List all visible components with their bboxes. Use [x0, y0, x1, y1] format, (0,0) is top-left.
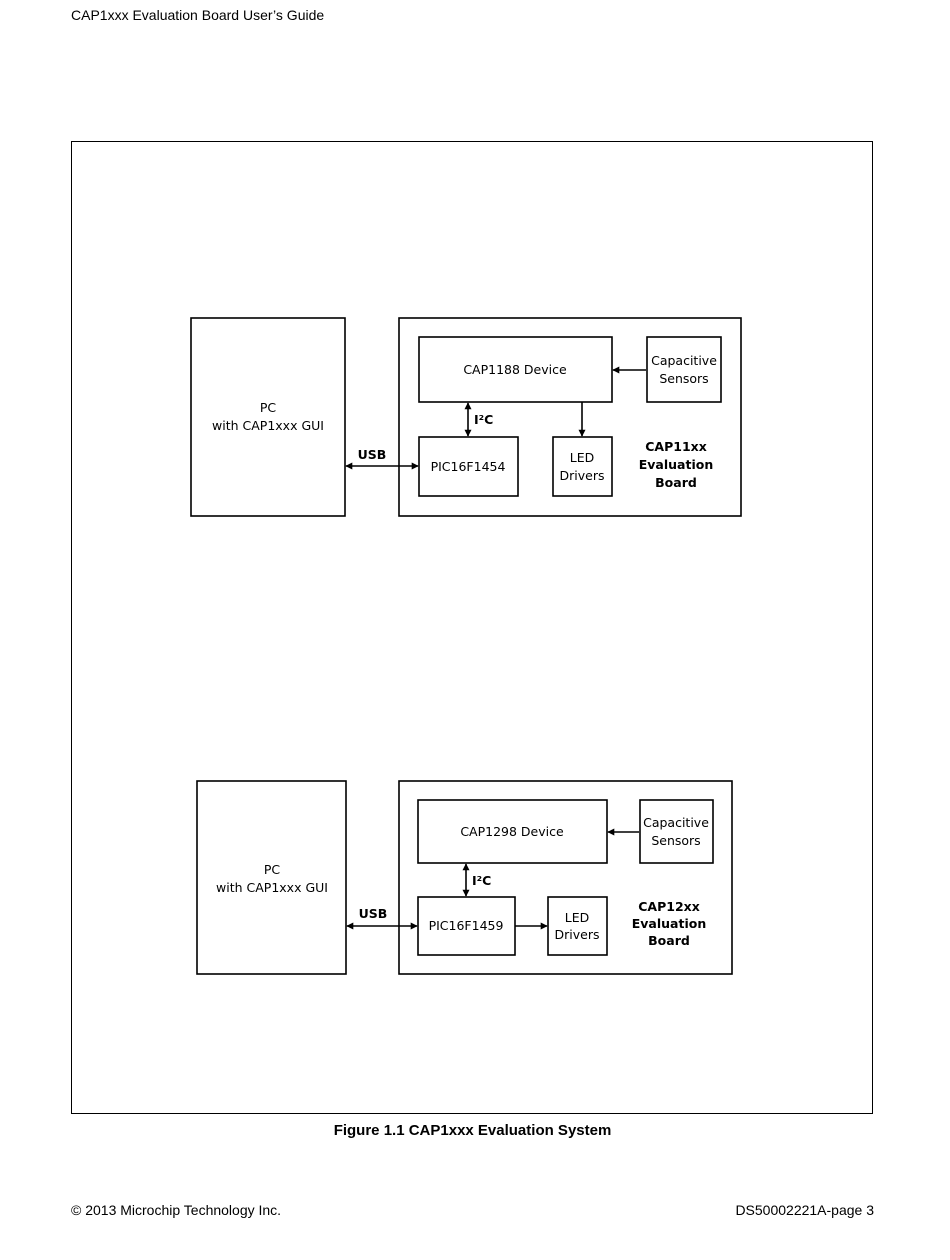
sensors-label-2: Sensors: [659, 371, 708, 386]
mcu-box: [417, 896, 516, 956]
i2c-label: I²C: [474, 412, 493, 427]
sensors-label-1: Capacitive: [643, 815, 709, 830]
board-label-1: CAP12xx: [638, 899, 700, 914]
running-header: CAP1xxx Evaluation Board User’s Guide: [71, 7, 325, 23]
board-label-1: CAP11xx: [645, 439, 707, 454]
mcu-label: PIC16F1454: [431, 459, 506, 474]
capacitive-sensors-box: [646, 336, 722, 403]
board-label-3: Board: [648, 933, 690, 948]
pc-gui-label: with CAP1xxx GUI: [216, 880, 328, 895]
mcu-label: PIC16F1459: [429, 918, 504, 933]
capacitive-sensors-box: [639, 799, 714, 864]
led-label-1: LED: [565, 910, 590, 925]
board-label-2: Evaluation: [632, 916, 707, 931]
pc-gui-label: with CAP1xxx GUI: [212, 418, 324, 433]
sensors-label-1: Capacitive: [651, 353, 717, 368]
cap-device-box: [418, 336, 613, 403]
cap-device-label: CAP1298 Device: [460, 824, 564, 839]
usb-label: USB: [358, 447, 387, 462]
pc-label: PC: [260, 400, 277, 415]
cap-device-label: CAP1188 Device: [463, 362, 567, 377]
figure-frame: [71, 141, 873, 1114]
led-label-1: LED: [570, 450, 595, 465]
diagram-cap11xx: PC with CAP1xxx GUI CAP1188 Device Capac…: [190, 317, 742, 517]
mcu-box: [418, 436, 519, 497]
diagram-cap12xx: PC with CAP1xxx GUI CAP1298 Device Capac…: [196, 780, 733, 975]
pc-label: PC: [264, 862, 281, 877]
i2c-label: I²C: [472, 873, 491, 888]
footer-page-number: DS50002221A-page 3: [735, 1202, 874, 1218]
led-drivers-box: [547, 896, 608, 956]
figure-caption: Figure 1.1 CAP1xxx Evaluation System: [333, 1122, 612, 1139]
cap-device-box: [417, 799, 608, 864]
led-label-2: Drivers: [555, 927, 600, 942]
usb-label: USB: [359, 906, 388, 921]
board-label-3: Board: [655, 475, 697, 490]
footer-copyright: © 2013 Microchip Technology Inc.: [71, 1202, 282, 1218]
board-label-2: Evaluation: [639, 457, 714, 472]
sensors-label-2: Sensors: [651, 833, 700, 848]
led-drivers-box: [552, 436, 613, 497]
pc-box: [190, 317, 346, 517]
led-label-2: Drivers: [560, 468, 605, 483]
pc-box: [196, 780, 347, 975]
